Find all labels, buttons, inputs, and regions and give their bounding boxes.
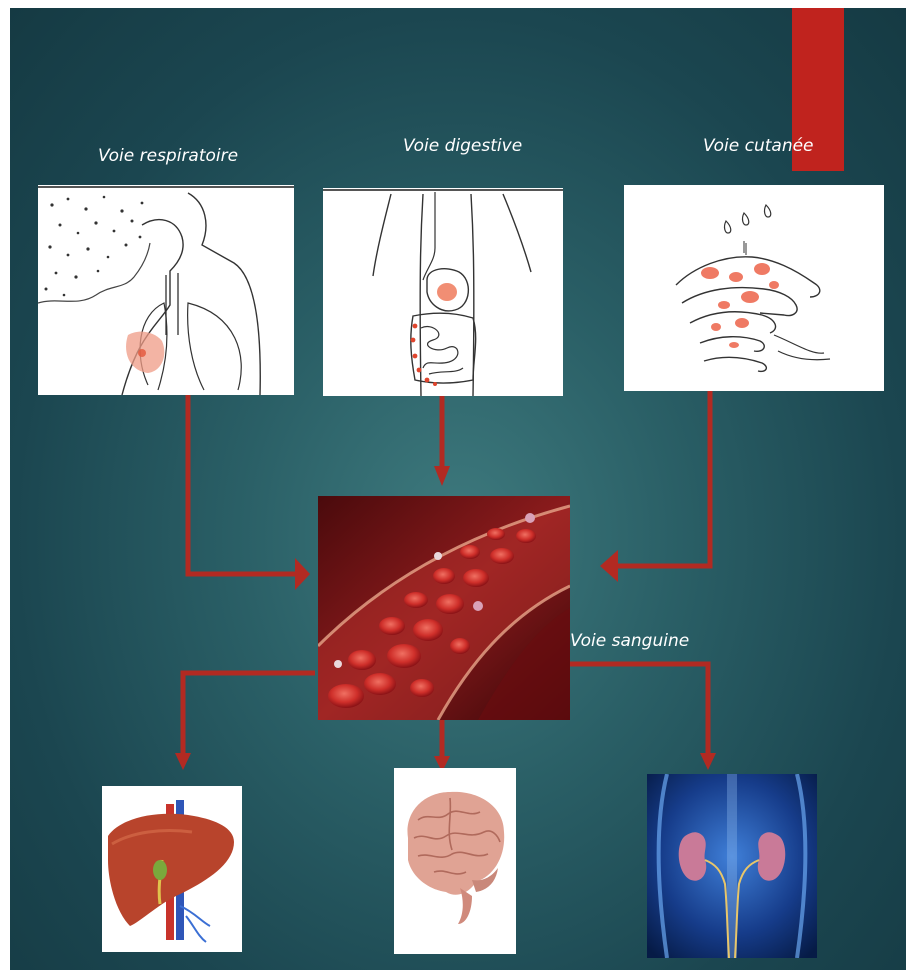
arrow-blood-to-kidneys: [565, 664, 708, 753]
label-digestive-route: Voie digestive: [403, 136, 522, 156]
liver-illustration: [102, 786, 242, 952]
digestive-system-icon: [323, 188, 563, 396]
hand-skin-illustration: [624, 185, 884, 391]
blood-vessel-icon: [318, 496, 570, 720]
digestive-system-illustration: [323, 188, 563, 396]
diagram-slide: Voie respiratoire Voie digestive Voie cu…: [10, 8, 906, 970]
liver-icon: [102, 786, 242, 952]
kidneys-illustration: [647, 774, 817, 958]
arrow-cutaneous-to-blood: [618, 391, 710, 566]
label-cutaneous-route: Voie cutanée: [703, 136, 814, 156]
hand-skin-icon: [624, 185, 884, 391]
arrow-blood-to-liver: [183, 673, 315, 753]
respiratory-system-illustration: [38, 185, 294, 395]
brain-illustration: [394, 768, 516, 954]
respiratory-system-icon: [38, 185, 294, 395]
blood-vessel-illustration: [318, 496, 570, 720]
label-blood-route: Voie sanguine: [570, 631, 689, 651]
brain-icon: [394, 768, 516, 954]
label-respiratory-route: Voie respiratoire: [98, 146, 238, 166]
kidneys-icon: [647, 774, 817, 958]
arrow-respiratory-to-blood: [188, 393, 295, 574]
